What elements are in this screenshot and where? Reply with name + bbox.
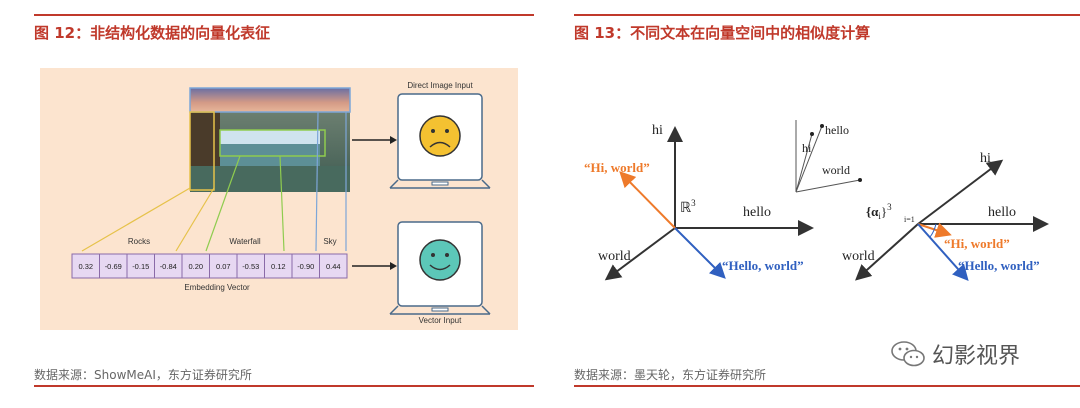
- landscape-image: [190, 88, 350, 192]
- watermark-text: 幻影视界: [932, 344, 1021, 369]
- bottom-rule: [574, 385, 1080, 387]
- hello-world-vector: [674, 227, 726, 279]
- vector-cell-value: 0.07: [216, 262, 231, 271]
- hello-world-label-2: “Hello, world”: [958, 258, 1040, 273]
- inset-label-hello: hello: [825, 123, 849, 137]
- wechat-icon: [891, 341, 925, 367]
- alpha-set-label: {αi}3: [866, 202, 892, 221]
- waterfall-region-box: [219, 129, 326, 157]
- top-rule: [34, 14, 534, 16]
- vector-cell-value: 0.32: [78, 262, 93, 271]
- vector-cell-value: -0.15: [132, 262, 149, 271]
- vector-cell-value: -0.53: [242, 262, 259, 271]
- inset-label-world: world: [822, 163, 850, 177]
- vector-space-diagram: hi hello world ℝ3 “Hi, world” “Hello, wo…: [584, 120, 1049, 281]
- figure-title: 图 13：不同文本在向量空间中的相似度计算: [574, 24, 871, 42]
- hello-world-vector-2: [917, 223, 969, 281]
- source-note: 数据来源：墨天轮，东方证券研究所: [574, 368, 767, 382]
- hi-world-label: “Hi, world”: [584, 160, 650, 175]
- vectorization-diagram: Direct Image Input Vector Input Rocks: [40, 68, 518, 330]
- hi-world-vector-2: [917, 222, 952, 238]
- figure-title: 图 12：非结构化数据的向量化表征: [34, 24, 271, 42]
- vector-cell-value: 0.20: [188, 262, 203, 271]
- vector-cell-value: -0.69: [105, 262, 122, 271]
- axis2-label-world: world: [842, 249, 875, 264]
- vector-cell: [126, 253, 155, 279]
- embedding-vector: 0.32 -0.69 -0.15 -0.84 0.20 0.07 -0.53 0.12 -0.9…: [71, 253, 348, 279]
- group-label-rocks: Rocks: [128, 237, 150, 246]
- axis2-label-hello: hello: [988, 205, 1016, 220]
- alpha-set-lower: i=1: [904, 215, 915, 224]
- inset-plot: [795, 120, 862, 193]
- axis-label-hello: hello: [743, 205, 771, 220]
- source-note: 数据来源：ShowMeAI，东方证券研究所: [34, 368, 252, 382]
- axis2-label-hi: hi: [980, 151, 991, 166]
- space-label: ℝ3: [680, 198, 696, 216]
- vector-space-r3: [604, 126, 814, 281]
- figure-13-panel: 图 13：不同文本在向量空间中的相似度计算 hi hello world ℝ3 …: [560, 0, 1080, 408]
- group-label-waterfall: Waterfall: [229, 237, 260, 246]
- hi-world-vector: [619, 171, 676, 229]
- vector-cell: [319, 253, 348, 279]
- region-connector-lines: [81, 111, 347, 252]
- vector-cell: [154, 253, 183, 279]
- top-rule: [574, 14, 1080, 16]
- axis-label-hi: hi: [652, 123, 663, 138]
- vector-cell: [291, 253, 320, 279]
- vector-input-label: Vector Input: [419, 316, 462, 325]
- group-label-sky: Sky: [323, 237, 336, 246]
- hello-world-label: “Hello, world”: [722, 258, 804, 273]
- vector-cell-value: -0.84: [160, 262, 177, 271]
- vector-cell: [264, 253, 293, 279]
- sad-face-icon: [419, 115, 461, 157]
- vector-cell: [71, 253, 100, 279]
- vector-cell-value: 0.44: [326, 262, 341, 271]
- direct-input-label: Direct Image Input: [407, 81, 473, 90]
- happy-face-icon: [419, 239, 461, 281]
- sky-region-box: [189, 87, 351, 113]
- vector-space-alpha: [855, 159, 1049, 281]
- inset-label-hi: hi: [802, 141, 812, 155]
- vector-cell: [181, 253, 210, 279]
- watermark: 幻影视界: [890, 337, 1020, 371]
- figure-12-panel: 图 12：非结构化数据的向量化表征: [34, 14, 534, 387]
- rocks-region-box: [189, 111, 215, 191]
- vector-cell-value: -0.90: [297, 262, 314, 271]
- vector-cell: [209, 253, 238, 279]
- hi-world-label-2: “Hi, world”: [944, 236, 1010, 251]
- vector-cell-value: 0.12: [271, 262, 286, 271]
- bottom-rule: [34, 385, 534, 387]
- vector-cell: [236, 253, 265, 279]
- embedding-vector-label: Embedding Vector: [184, 283, 250, 292]
- axis-label-world: world: [598, 249, 631, 264]
